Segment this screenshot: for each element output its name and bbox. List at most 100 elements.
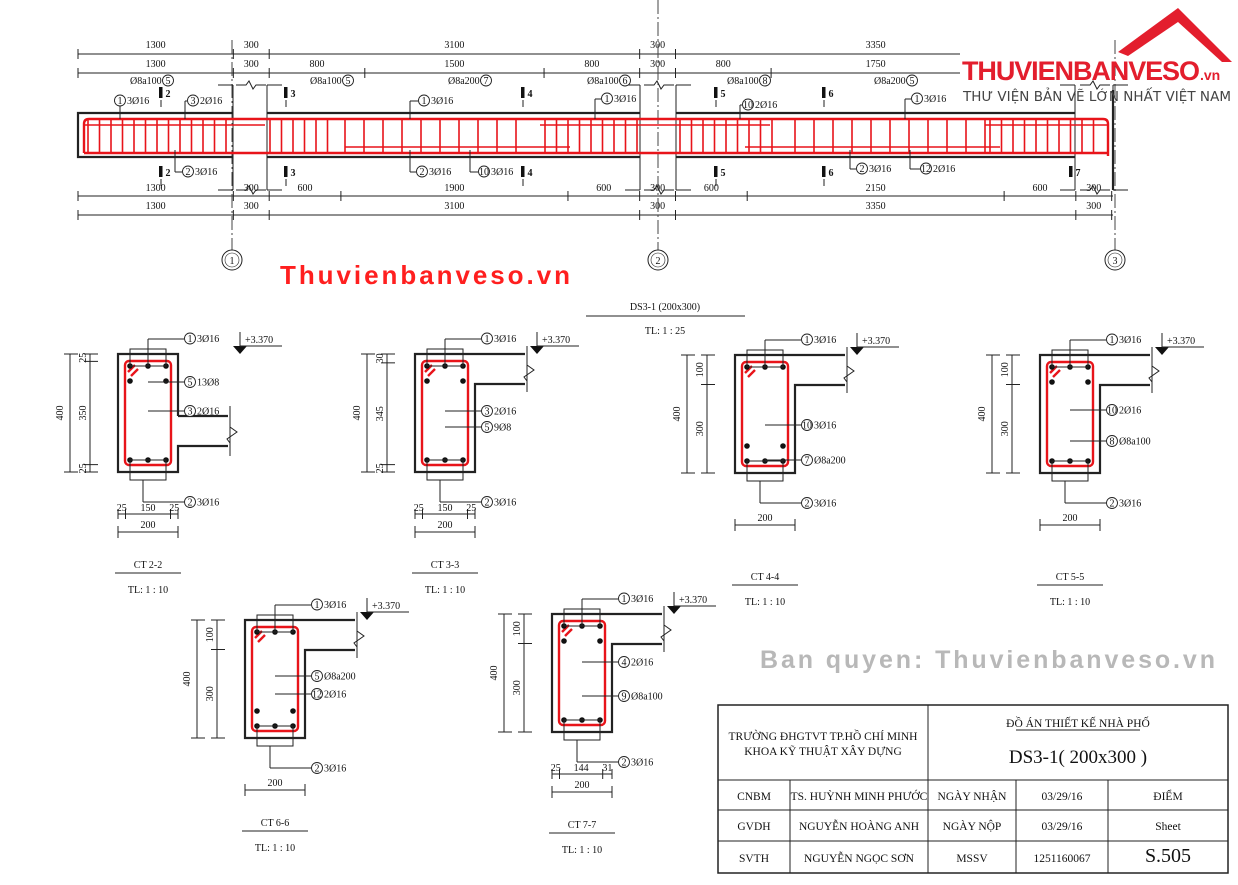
dimension-value: 200 — [268, 778, 283, 789]
elevation-marker-icon — [1155, 347, 1169, 355]
elevation-marker-icon — [530, 346, 544, 354]
section-cut-mark — [714, 87, 718, 98]
callout-circle — [187, 94, 199, 107]
section-cut-mark — [521, 87, 525, 98]
bar-group-box — [563, 719, 601, 741]
callout-text: Ø8a200 — [814, 456, 846, 467]
section-cut-label: 4 — [528, 168, 533, 179]
bar-group-box — [256, 725, 294, 747]
grid-axis-bubble-inner — [1107, 252, 1123, 268]
callout-number: 1 — [422, 96, 427, 107]
grid-axis-label: 2 — [656, 256, 661, 267]
bar-group-box — [1051, 460, 1089, 482]
rebar-dot — [290, 708, 296, 714]
callout-circle — [416, 165, 428, 178]
callout-number: 2 — [860, 164, 865, 175]
dimension-value: 25 — [78, 353, 89, 363]
callout-text: 2Ø16 — [755, 100, 777, 111]
dimension-value: 100 — [512, 621, 523, 636]
callout-circle — [481, 421, 493, 433]
dimension-value: 300 — [695, 421, 706, 436]
section-scale: TL: 1 : 10 — [128, 585, 168, 596]
watermark-copyright: Ban quyen: Thuvienbanveso.vn — [760, 646, 1215, 674]
callout-circle — [618, 656, 630, 668]
callout-text: Ø8a100 — [1119, 437, 1151, 448]
callout-text: 2Ø16 — [933, 164, 955, 175]
section-cut-label: 6 — [829, 168, 834, 179]
callout-circle — [342, 74, 354, 87]
callout-circle — [618, 592, 630, 605]
callout-text: 2Ø16 — [200, 96, 222, 107]
section-cut-label: 3 — [291, 89, 296, 100]
callout-number: 7 — [805, 456, 810, 467]
tb-cell: NGUYỄN NGỌC SƠN — [804, 850, 915, 865]
callout-text: 3Ø16 — [195, 167, 217, 178]
section-scale: TL: 1 : 10 — [562, 845, 602, 856]
elevation-value: +3.370 — [245, 335, 273, 346]
dimension-value: 1900 — [444, 183, 464, 194]
callout-text: 13Ø8 — [197, 378, 219, 389]
tb-cell: NGÀY NỘP — [943, 819, 1002, 833]
callout-text: Ø8a200 — [324, 672, 356, 683]
section-cut-mark — [284, 87, 288, 98]
stirrup-hook — [1052, 369, 1061, 378]
stirrup-spacing: Ø8a200 — [448, 76, 480, 87]
dimension-value: 100 — [205, 627, 216, 642]
dimension-value: 400 — [977, 407, 988, 422]
dimension-value: 1500 — [444, 59, 464, 70]
section-title: CT 2-2 — [134, 560, 162, 571]
callout-number: 4 — [622, 658, 627, 669]
section-scale: TL: 1 : 10 — [1050, 597, 1090, 608]
callout-circle — [801, 419, 813, 431]
logo-roof-icon — [1118, 8, 1232, 62]
callout-number: 1 — [805, 335, 810, 346]
dimension-value: 25 — [375, 463, 386, 473]
callout-number: 10 — [479, 167, 489, 178]
callout-circle — [311, 688, 323, 700]
callout-circle — [162, 74, 174, 87]
stirrup-hook — [130, 368, 139, 377]
concrete-outline — [243, 618, 355, 740]
callout-number: 3 — [191, 96, 196, 107]
callout-number: 2 — [420, 167, 425, 178]
concrete-outline — [733, 353, 845, 475]
elevation-value: +3.370 — [862, 336, 890, 347]
rebar-dot — [744, 443, 750, 449]
elevation-value: +3.370 — [542, 335, 570, 346]
section-cut-mark — [284, 166, 288, 177]
callout-circle — [480, 74, 492, 87]
callout-number: 3 — [188, 407, 193, 418]
title-block-frame — [717, 704, 1229, 874]
tb-cell: 03/29/16 — [1042, 791, 1083, 803]
callout-number: 1 — [118, 96, 123, 107]
callout-circle — [184, 405, 196, 417]
stirrup-spacing: Ø8a100 — [727, 76, 759, 87]
faculty-name: KHOA KỸ THUẬT XÂY DỰNG — [744, 744, 902, 758]
callout-circle — [481, 496, 493, 508]
callout-text: 3Ø16 — [1119, 499, 1141, 510]
callout-number: 5 — [166, 76, 171, 87]
callout-number: 1 — [605, 94, 610, 105]
callout-number: 8 — [1110, 437, 1115, 448]
section-cut-label: 5 — [721, 168, 726, 179]
callout-number: 1 — [622, 594, 627, 605]
dimension-value: 25 — [169, 503, 179, 514]
